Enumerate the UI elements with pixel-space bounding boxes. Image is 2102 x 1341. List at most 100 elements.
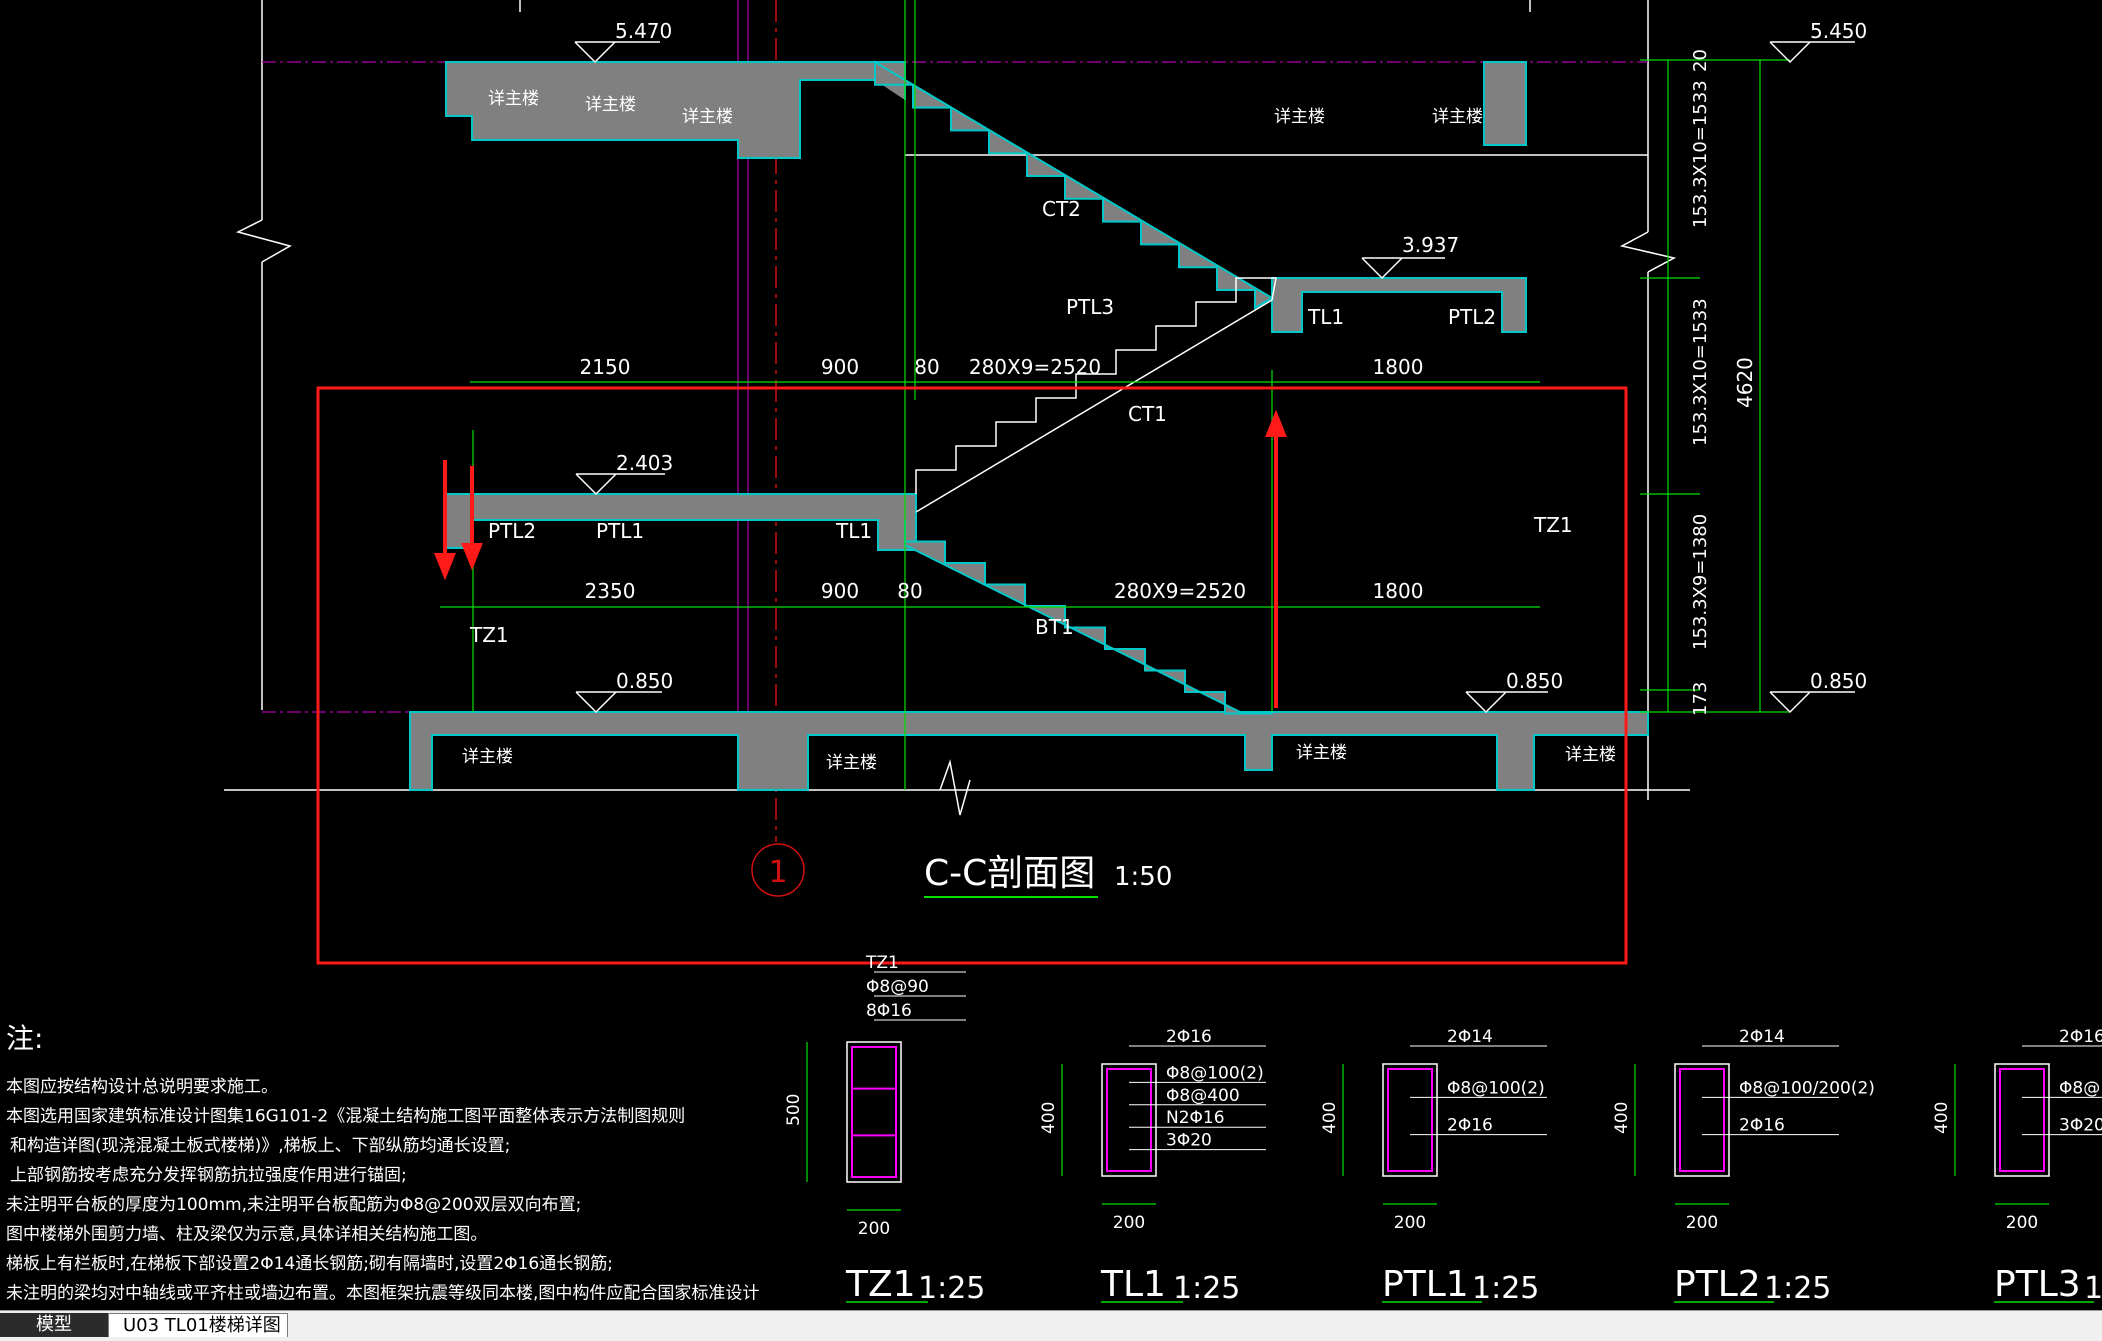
dim-vert-5: 173 <box>1690 682 1711 716</box>
detail-height: 400 <box>1612 1102 1632 1134</box>
detail-note: Φ8@100(2) <box>1447 1078 1545 1098</box>
detail-scale: 1:25 <box>1764 1271 1831 1306</box>
detail-title: TZ1 <box>845 1264 916 1305</box>
note-line: 本图应按结构设计总说明要求施工。 <box>6 1077 278 1097</box>
label-xiang-1: 详主楼 <box>488 89 539 109</box>
label-tz1-left: TZ1 <box>469 623 509 647</box>
detail-scale: 1:2 <box>2084 1271 2102 1306</box>
dim-upper-4: 280X9=2520 <box>969 355 1101 379</box>
tab-layout-u03[interactable]: U03 TL01楼梯详图 <box>108 1313 288 1337</box>
label-xiang-7: 详主楼 <box>826 753 877 773</box>
detail-note: 2Φ16 <box>1447 1116 1493 1136</box>
level-ground-right: 0.850 <box>1810 669 1867 693</box>
detail-title: PTL3 <box>1994 1264 2081 1305</box>
section-title: C-C剖面图 <box>924 853 1095 894</box>
level-ground-left: 0.850 <box>616 669 673 693</box>
note-line: 图中楼梯外围剪力墙、柱及梁仅为示意,具体详相关结构施工图。 <box>6 1225 487 1245</box>
detail-scale: 1:25 <box>918 1271 985 1306</box>
detail-width: 200 <box>2006 1213 2038 1233</box>
label-xiang-4: 详主楼 <box>1274 107 1325 127</box>
dim-upper-2: 900 <box>821 355 859 379</box>
dim-vert-2: 153.3X10=1533 <box>1690 80 1711 228</box>
detail-width: 200 <box>1113 1213 1145 1233</box>
stair-flight-bt1 <box>904 520 1273 715</box>
dim-vert-1: 20 <box>1690 49 1711 72</box>
layout-tab-bar: 模型 U03 TL01楼梯详图 <box>0 1310 2102 1341</box>
note-line: 上部钢筋按考虑充分发挥钢筋抗拉强度作用进行锚固; <box>10 1166 407 1186</box>
dim-upper-5: 1800 <box>1373 355 1424 379</box>
detail-height: 400 <box>1932 1102 1952 1134</box>
detail-stirrup <box>1387 1068 1433 1172</box>
dim-upper-3: 80 <box>914 355 939 379</box>
detail-outline <box>1101 1063 1157 1177</box>
level-low-landing: 2.403 <box>616 451 673 475</box>
stair-flight-ct1 <box>915 277 1277 513</box>
level-markers <box>574 41 1855 714</box>
label-ptl2-lower: PTL2 <box>488 519 536 543</box>
dim-upper-1: 2150 <box>580 355 631 379</box>
detail-stirrup <box>1999 1068 2045 1172</box>
detail-title: PTL2 <box>1674 1264 1761 1305</box>
concrete-sections <box>409 61 1649 791</box>
tab-model[interactable]: 模型 <box>0 1313 108 1337</box>
detail-title: TL1 <box>1100 1264 1166 1305</box>
axis-label: 1 <box>768 855 787 890</box>
note-line: 未注明平台板的厚度为100mm,未注明平台板配筋为Φ8@200双层双向布置; <box>6 1195 581 1215</box>
label-xiang-3: 详主楼 <box>682 107 733 127</box>
dim-total: 4620 <box>1733 357 1757 408</box>
detail-note: Φ8@90 <box>866 977 929 997</box>
level-ground-mid: 0.850 <box>1506 669 1563 693</box>
label-tz1-right: TZ1 <box>1533 513 1573 537</box>
detail-note: 2Φ14 <box>1447 1027 1493 1047</box>
detail-note: Φ8@400 <box>1166 1086 1240 1106</box>
label-bt1: BT1 <box>1035 615 1074 639</box>
detail-stirrup <box>1679 1068 1725 1172</box>
dim-lower-3: 80 <box>897 579 922 603</box>
dim-lower-1: 2350 <box>585 579 636 603</box>
label-xiang-5: 详主楼 <box>1432 107 1483 127</box>
label-xiang-6: 详主楼 <box>462 747 513 767</box>
detail-width: 200 <box>858 1219 890 1239</box>
detail-width: 200 <box>1686 1213 1718 1233</box>
detail-note: 3Φ20 <box>1166 1131 1212 1151</box>
detail-height: 400 <box>1039 1102 1059 1134</box>
section-scale: 1:50 <box>1114 862 1172 892</box>
dim-vert-3: 153.3X10=1533 <box>1690 298 1711 446</box>
stair-flight-ct2 <box>874 60 1274 310</box>
detail-scale: 1:25 <box>1173 1271 1240 1306</box>
detail-stirrup <box>1106 1068 1152 1172</box>
label-xiang-9: 详主楼 <box>1565 745 1616 765</box>
label-ct2: CT2 <box>1042 197 1081 221</box>
cad-drawing-canvas[interactable]: 1 <box>0 0 2102 1310</box>
detail-note: Φ8@100(2) <box>1166 1063 1264 1083</box>
label-tl1-upper: TL1 <box>1307 305 1344 329</box>
detail-outline <box>1674 1063 1730 1177</box>
note-line: 本图选用国家建筑标准设计图集16G101-2《混凝土结构施工图平面整体表示方法制… <box>6 1107 685 1127</box>
detail-outline <box>1994 1063 2050 1177</box>
label-ct1: CT1 <box>1128 402 1167 426</box>
detail-height: 400 <box>1320 1102 1340 1134</box>
axis-line <box>751 0 805 897</box>
highlight-box <box>316 386 1628 965</box>
label-xiang-2: 详主楼 <box>585 95 636 115</box>
annotation-arrows <box>434 409 1287 708</box>
detail-outline <box>846 1041 902 1183</box>
detail-note: Φ8@100(2) <box>2059 1078 2102 1098</box>
detail-note: 3Φ20 <box>2059 1116 2102 1136</box>
detail-outline <box>1382 1063 1438 1177</box>
detail-title: PTL1 <box>1382 1264 1469 1305</box>
detail-note: 2Φ16 <box>1166 1027 1212 1047</box>
detail-note: 2Φ16 <box>1739 1116 1785 1136</box>
dimension-lines <box>440 0 1790 790</box>
label-ptl3: PTL3 <box>1066 295 1114 319</box>
note-line: 梯板上有栏板时,在梯板下部设置2Φ14通长钢筋;砌有隔墙时,设置2Φ16通长钢筋… <box>6 1254 613 1274</box>
drawing-text: 5.470 5.450 3.937 2.403 0.850 0.850 0.85… <box>462 19 1867 894</box>
level-top-right: 5.450 <box>1810 19 1867 43</box>
detail-height: 500 <box>784 1094 804 1126</box>
detail-note: TZ1 <box>865 953 899 973</box>
notes-list: 本图应按结构设计总说明要求施工。本图选用国家建筑标准设计图集16G101-2《混… <box>6 1077 759 1304</box>
level-top-left: 5.470 <box>615 19 672 43</box>
dim-lower-4: 280X9=2520 <box>1114 579 1246 603</box>
notes-heading: 注: <box>6 1022 43 1055</box>
